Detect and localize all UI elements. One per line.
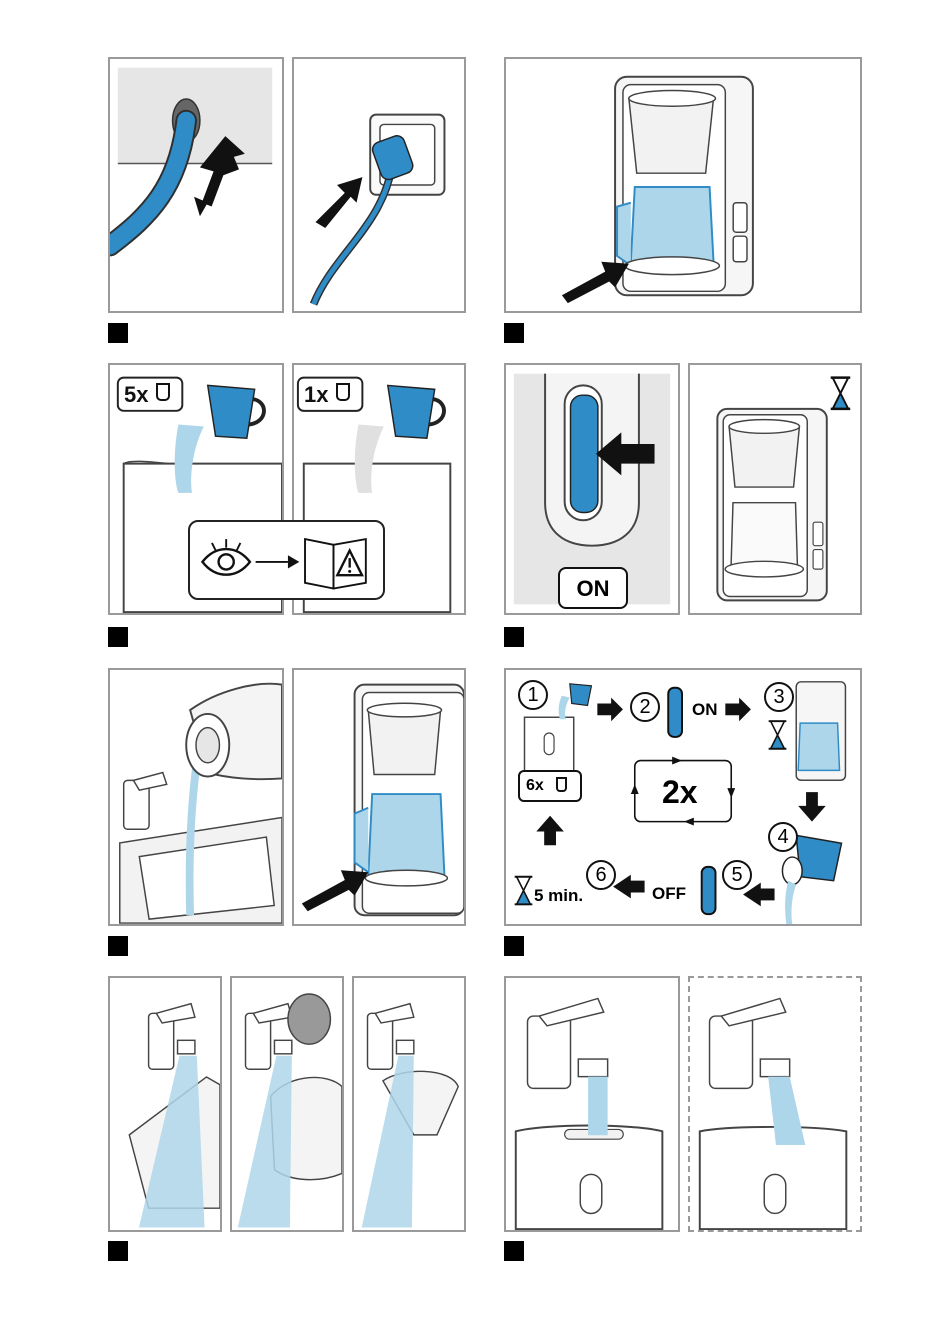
off-label: OFF	[652, 884, 686, 904]
step7-rinse-filter-panel	[352, 976, 466, 1232]
step-marker-2	[504, 323, 524, 343]
coffee-machine-illustration	[506, 59, 860, 311]
cup-count-badge: 1x	[304, 382, 328, 408]
step-marker-3	[108, 627, 128, 647]
step7-rinse-tray-panel	[108, 976, 222, 1232]
step5-fill-carafe-panel	[108, 668, 284, 926]
cup-icon	[156, 383, 170, 401]
step6-num-5: 5	[722, 860, 752, 890]
read-manual-notice	[188, 520, 385, 600]
step7-rinse-lid-panel	[230, 976, 344, 1232]
step6-num-6: 6	[586, 860, 616, 890]
step1-plug-panel	[292, 57, 466, 313]
eye-icon	[202, 539, 250, 575]
step8-rinse-open-tank-panel	[688, 976, 862, 1232]
rinse-illustration	[690, 978, 860, 1230]
step-marker-7	[108, 1241, 128, 1261]
tap-icon	[124, 773, 167, 830]
step-marker-4	[504, 627, 524, 647]
step1-cable-panel	[108, 57, 284, 313]
step6-num-1: 1	[518, 680, 548, 710]
rinse-illustration	[354, 978, 464, 1230]
cup-icon	[208, 385, 264, 438]
cup-count-badge: 5x	[124, 382, 148, 408]
step-marker-1	[108, 323, 128, 343]
tap-icon	[710, 998, 790, 1088]
step2-carafe-panel	[504, 57, 862, 313]
tap-icon	[528, 998, 608, 1088]
step6-num-4: 4	[768, 822, 798, 852]
cup-icon	[336, 383, 350, 401]
carafe-at-sink-illustration	[110, 670, 282, 924]
step-marker-8	[504, 1241, 524, 1261]
rinse-illustration	[110, 978, 220, 1230]
step6-cycle-panel: 1 2 3 4 5 6 ON OFF 2x 6x 5 min.	[504, 668, 862, 926]
step8-rinse-tank-panel	[504, 976, 680, 1232]
on-button-label: ON	[558, 567, 628, 609]
step6-num-2: 2	[630, 692, 660, 722]
hourglass-icon	[831, 378, 851, 409]
step4-switch-panel: ON	[504, 363, 680, 615]
hourglass-icon	[769, 721, 787, 749]
step-marker-5	[108, 936, 128, 956]
coffee-machine-illustration	[690, 365, 860, 613]
rinse-illustration	[232, 978, 342, 1230]
hourglass-icon	[515, 877, 533, 905]
cable-illustration	[110, 59, 282, 311]
step6-num-3: 3	[764, 682, 794, 712]
rinse-illustration	[506, 978, 678, 1230]
coffee-machine-illustration	[294, 670, 464, 924]
push-arrow-icon	[315, 177, 362, 228]
cup-icon	[388, 385, 444, 438]
repeat-count-label: 2x	[662, 774, 698, 811]
wait-time-label: 5 min.	[534, 886, 583, 906]
plug-illustration	[294, 59, 464, 311]
cup-count-badge: 6x	[518, 770, 582, 802]
cup-icon	[556, 777, 567, 792]
step-marker-6	[504, 936, 524, 956]
cup-icon	[570, 684, 592, 706]
step5-insert-carafe-panel	[292, 668, 466, 926]
on-label: ON	[692, 700, 718, 720]
step4-wait-panel	[688, 363, 862, 615]
